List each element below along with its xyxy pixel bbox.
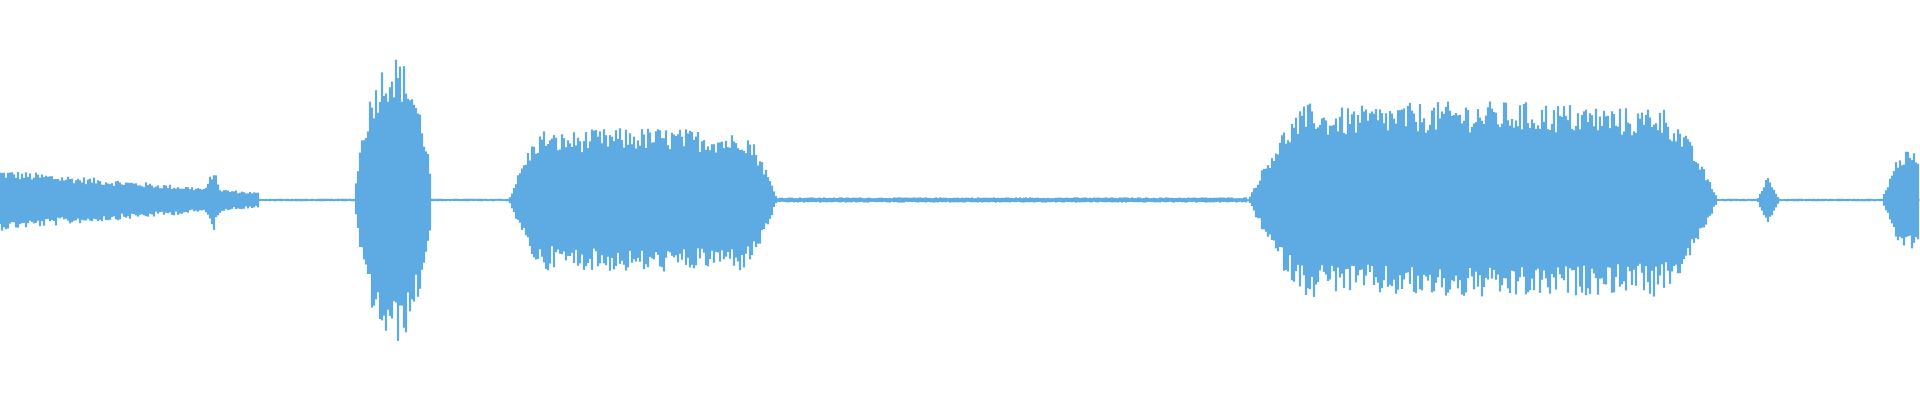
waveform-bars xyxy=(0,59,1920,341)
